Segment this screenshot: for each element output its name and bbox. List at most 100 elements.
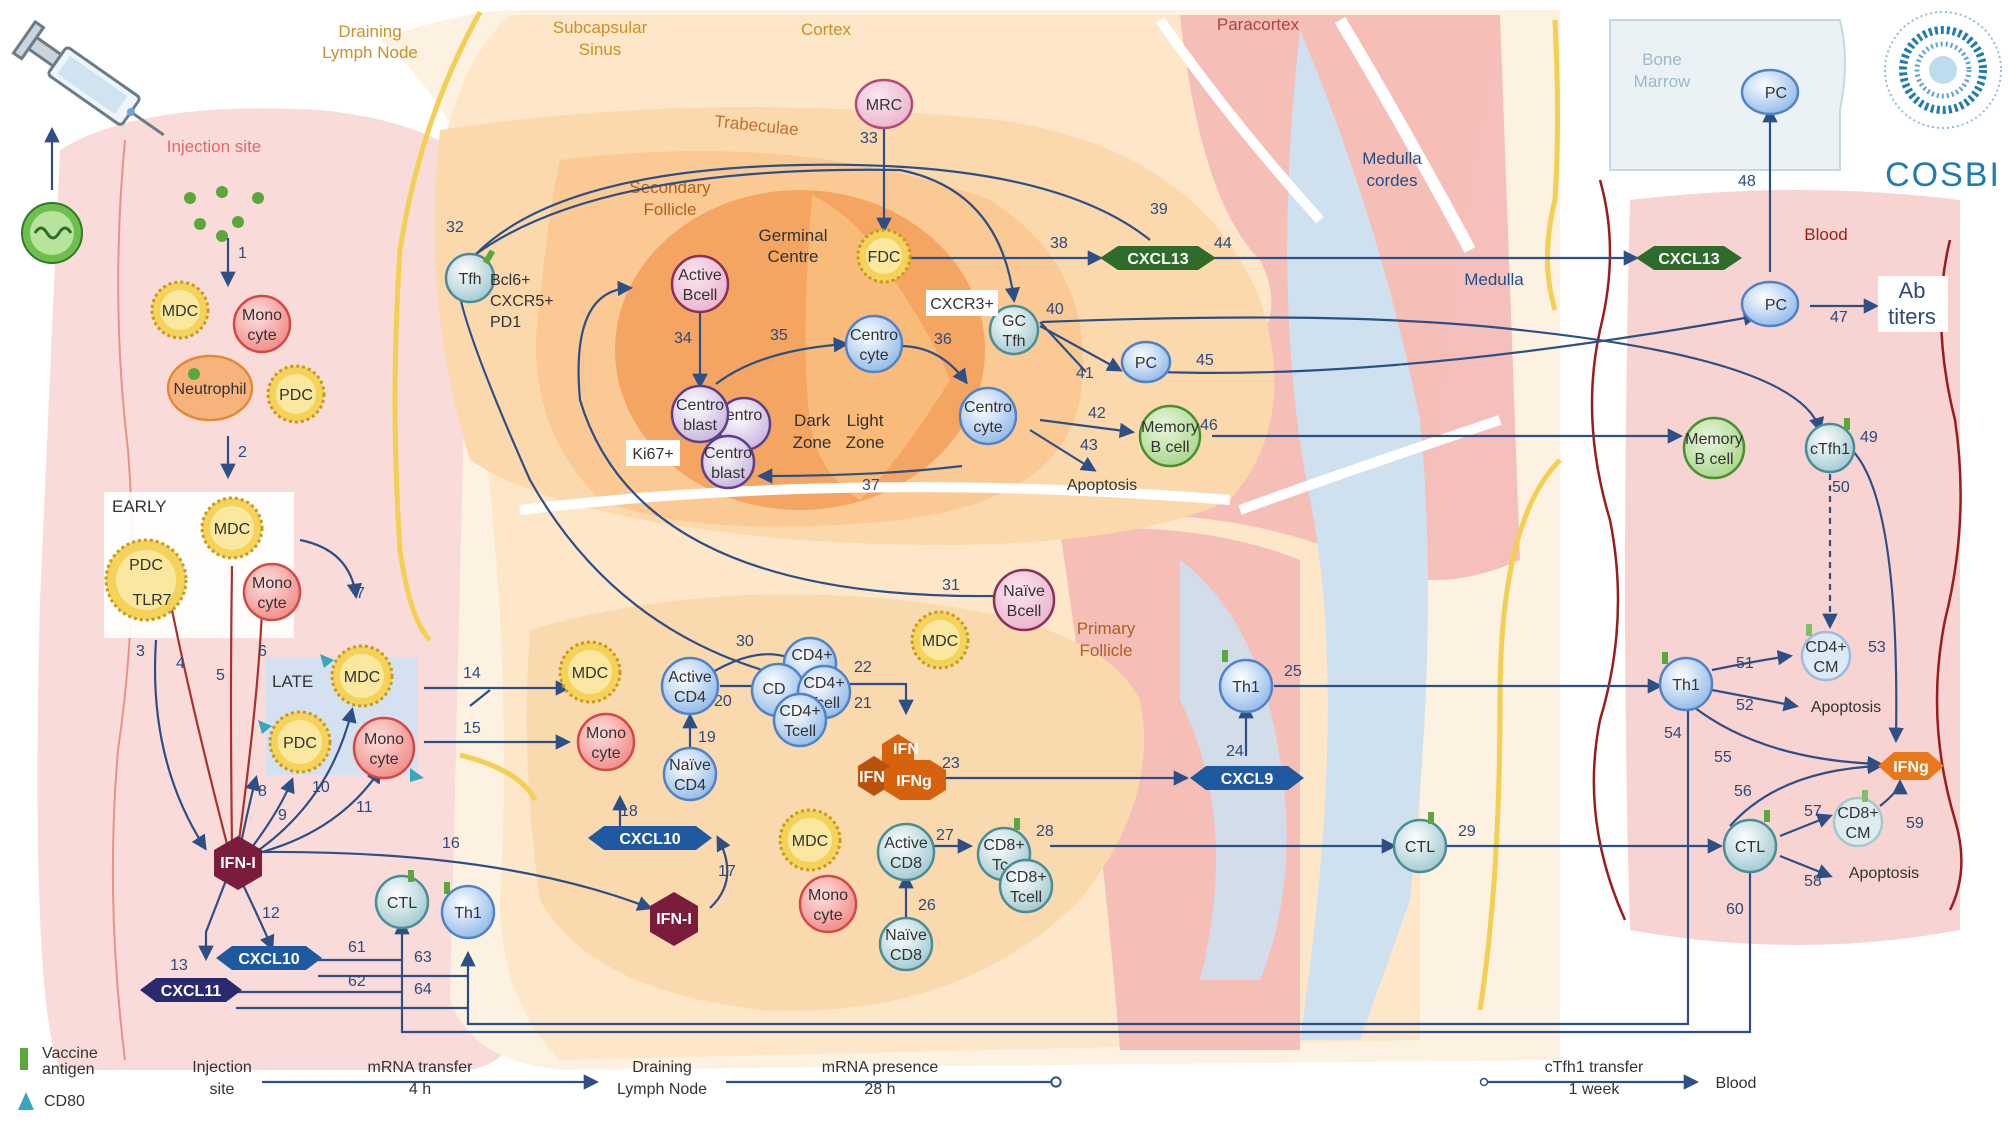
svg-text:58: 58 [1804,873,1822,890]
active-bcell: Active Bcell [670,254,730,314]
svg-text:62: 62 [348,973,366,990]
ab-titers-box [1878,276,1948,332]
svg-text:7: 7 [356,585,365,602]
svg-text:Mono: Mono [586,725,626,742]
legend-antigen-swatch [20,1048,28,1070]
svg-text:entro: entro [726,407,763,424]
svg-text:Tfh: Tfh [1002,333,1025,350]
svg-text:CD4+: CD4+ [803,675,844,692]
vaccine-particle-icon [21,202,83,264]
ab-titers-line-2: titers [1888,304,1936,329]
svg-text:Naïve: Naïve [669,757,711,774]
svg-text:CD8: CD8 [890,947,922,964]
cosbi-logo: COSBI [1884,11,2002,194]
svg-text:10: 10 [312,779,330,796]
neutrophil-cell: Neutrophil [166,354,254,422]
svg-text:53: 53 [1868,639,1886,656]
naive-bcell: Naïve Bcell [992,568,1056,632]
ctl-cell-blood: CTL [1722,810,1778,874]
svg-text:Mono: Mono [242,307,282,324]
th1-cell-injection: Th1 [440,882,496,940]
fdc-cell: FDC [856,228,912,284]
svg-text:32: 32 [446,219,464,236]
monocyte-cell-1: Mono cyte [232,294,292,354]
active-cd4-cell: Active CD4 [660,656,720,716]
svg-text:26: 26 [918,897,936,914]
svg-text:42: 42 [1088,405,1106,422]
label-injection-site: Injection site [167,137,262,156]
svg-text:1: 1 [238,245,247,262]
th1-cell-blood: Th1 [1658,652,1714,712]
svg-text:CD4+: CD4+ [1805,639,1846,656]
svg-text:Centro: Centro [704,445,752,462]
svg-text:18: 18 [620,803,638,820]
svg-text:IFN: IFN [859,769,885,786]
svg-text:cyte: cyte [859,347,888,364]
svg-text:Mono: Mono [364,731,404,748]
monocyte-cell-cd4: Mono cyte [576,712,636,772]
ifng-hexagon-blood: IFNg [1878,752,1944,780]
monocyte-cell-cd8: Mono cyte [798,874,858,934]
svg-text:25: 25 [1284,663,1302,680]
cd8-tcell-cluster: CD8+ Tc CD8+ Tcell [976,818,1054,914]
svg-text:Centro: Centro [676,397,724,414]
gc-tfh-cell: GC Tfh [988,304,1040,356]
svg-text:59: 59 [1906,815,1924,832]
label-bone-marrow-2: Marrow [1634,72,1691,91]
timeline-ctfh1-transfer-1: cTfh1 transfer [1545,1059,1644,1076]
svg-text:Tc: Tc [992,857,1008,874]
svg-text:IFN-I: IFN-I [656,911,692,928]
label-early: EARLY [112,497,167,516]
svg-text:Th1: Th1 [1232,679,1260,696]
svg-text:CXCL13: CXCL13 [1658,251,1719,268]
cxcl10-ln: CXCL10 [588,826,712,850]
cxcr3-label: CXCR3+ [930,296,994,313]
svg-text:50: 50 [1832,479,1850,496]
label-draining-ln-2: Lymph Node [322,43,418,62]
svg-text:8: 8 [258,783,267,800]
legend-cd80-icon [18,1092,34,1110]
svg-text:Memory: Memory [1685,431,1743,448]
svg-text:Active: Active [884,835,928,852]
legend-antigen-label-2: antigen [42,1061,95,1078]
svg-text:20: 20 [714,693,732,710]
svg-text:3: 3 [136,643,145,660]
svg-text:blast: blast [683,417,717,434]
svg-text:Neutrophil: Neutrophil [174,381,247,398]
medulla-region [1287,30,1428,1040]
svg-text:cyte: cyte [591,745,620,762]
label-blood: Blood [1804,225,1847,244]
mdc-cell-naive-b: MDC [910,610,970,670]
svg-text:34: 34 [674,330,692,347]
svg-text:19: 19 [698,729,716,746]
cd4-cm-cell: CD4+ CM [1800,624,1852,682]
syringe-icon [11,19,165,137]
svg-text:64: 64 [414,981,432,998]
mrc-cell: MRC [854,78,914,130]
svg-text:cyte: cyte [973,419,1002,436]
svg-text:Bcell: Bcell [683,287,718,304]
svg-text:60: 60 [1726,901,1744,918]
svg-text:4: 4 [176,655,185,672]
ctl-cell-ln: CTL [1392,812,1448,874]
svg-text:31: 31 [942,577,960,594]
timeline-dln-1: Draining [632,1059,692,1076]
svg-text:15: 15 [463,720,481,737]
svg-text:46: 46 [1200,417,1218,434]
cxcl10-injection: CXCL10 [216,946,322,970]
capsule-line-right-upper [1545,19,1560,311]
pdc-cell-late: PDC [258,710,332,774]
svg-text:CXCL13: CXCL13 [1127,251,1188,268]
svg-text:CM: CM [1814,659,1839,676]
svg-text:B cell: B cell [1150,439,1189,456]
trabecula-4 [1238,415,1502,515]
svg-text:GC: GC [1002,313,1026,330]
svg-text:CXCL11: CXCL11 [161,983,222,1000]
timeline-mrna-presence-1: mRNA presence [822,1059,939,1076]
svg-text:cyte: cyte [813,907,842,924]
timeline-dln-2: Lymph Node [617,1081,707,1098]
label-secondary-follicle-1: Secondary [629,178,711,197]
svg-text:cyte: cyte [369,751,398,768]
svg-text:2: 2 [238,444,247,461]
svg-text:MDC: MDC [344,669,380,686]
